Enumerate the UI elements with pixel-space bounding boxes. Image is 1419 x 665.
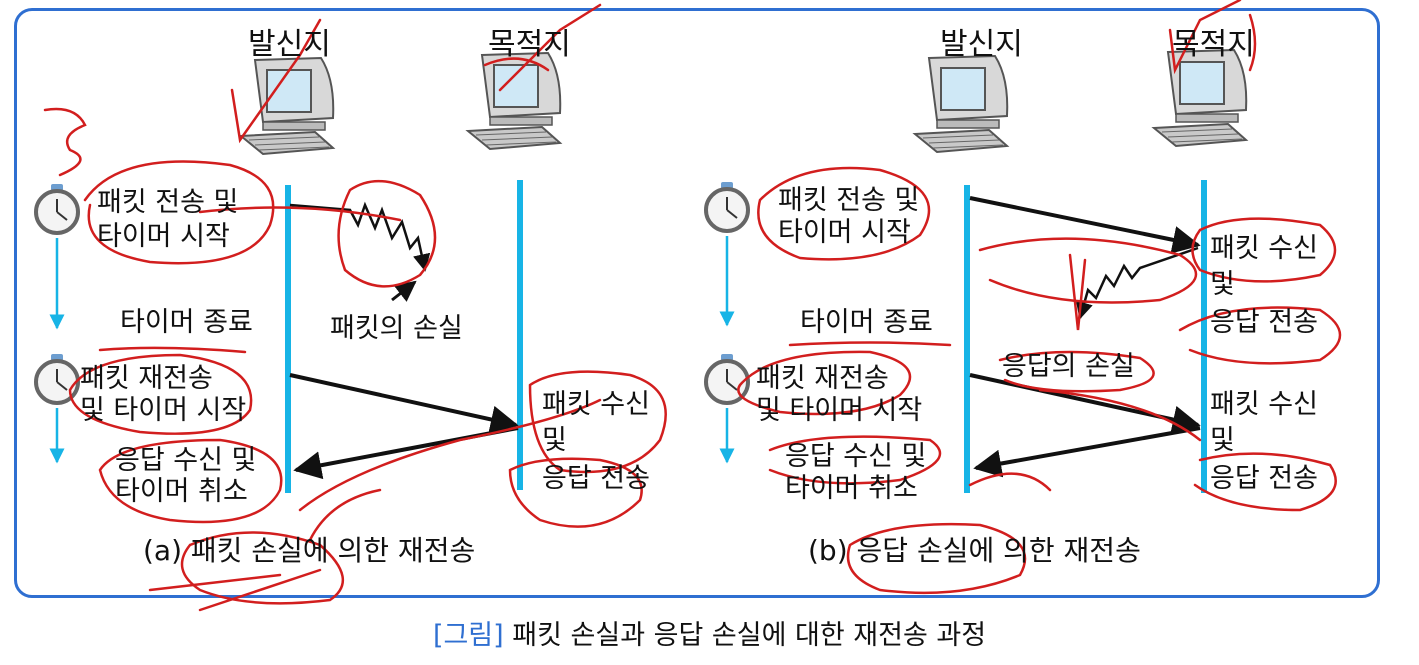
packet-received-b2-line2: 및: [1210, 425, 1235, 456]
sender-computer-b-icon: [914, 55, 1009, 153]
ack-arrow-b: [973, 426, 1201, 478]
handwritten-annotations: [43, 0, 1342, 612]
packet-received-b2-line1: 패킷 수신: [1210, 389, 1318, 420]
packet-received-b2-line3: 응답 전송: [1210, 463, 1318, 494]
packet-received-a-line2: 및: [542, 425, 567, 456]
subtitle-a: (a) 패킷 손실에 의한 재전송: [143, 534, 476, 567]
resend-a-line1: 패킷 재전송: [80, 363, 213, 394]
packet-received-a-line1: 패킷 수신: [542, 389, 650, 420]
packet-lost-label-a: 패킷의 손실: [330, 313, 463, 344]
send-start-a-line1: 패킷 전송 및: [97, 187, 239, 218]
timer-expired-label-a: 타이머 종료: [120, 307, 253, 338]
resend-a-line2: 및 타이머 시작: [80, 395, 247, 426]
receiver-label-a: 목적지: [488, 27, 571, 62]
packet-received-b1-line3: 응답 전송: [1210, 307, 1318, 338]
send-start-b-line2: 타이머 시작: [778, 217, 911, 248]
lost-packet-arrow-a: [289, 201, 431, 272]
ack-received-a-line1: 응답 수신 및: [115, 445, 257, 476]
lost-ack-arrow-b: [1075, 246, 1199, 320]
receiver-computer-b-icon: [1153, 49, 1248, 147]
packet-received-a-line3: 응답 전송: [542, 463, 650, 494]
loss-pointer-a: [391, 280, 417, 302]
timer-clock-b1-icon: [704, 180, 750, 233]
receiver-label-b: 목적지: [1172, 27, 1255, 62]
figure-frame: [14, 8, 1380, 598]
packet-received-b1-line1: 패킷 수신: [1210, 233, 1318, 264]
timer-expired-label-b: 타이머 종료: [800, 307, 933, 338]
send-start-b-line1: 패킷 전송 및: [778, 185, 920, 216]
packet-arrow-b: [969, 196, 1201, 254]
timer-clock-a1-icon: [34, 182, 80, 235]
send-start-a-line2: 타이머 시작: [97, 221, 230, 252]
ack-received-b-line1: 응답 수신 및: [785, 441, 927, 472]
ack-lost-label-b: 응답의 손실: [1002, 351, 1135, 382]
figure-caption: [그림] 패킷 손실과 응답 손실에 대한 재전송 과정: [0, 613, 1419, 652]
caption-text: 패킷 손실과 응답 손실에 대한 재전송 과정: [512, 620, 987, 651]
resend-b-line2: 및 타이머 시작: [756, 395, 923, 426]
packet-received-b1-line2: 및: [1210, 269, 1235, 300]
sender-label-a: 발신지: [248, 27, 331, 62]
sender-label-b: 발신지: [940, 27, 1023, 62]
resend-packet-arrow-a: [289, 373, 519, 434]
ack-received-b-line2: 타이머 취소: [785, 473, 918, 504]
resend-b-line1: 패킷 재전송: [756, 363, 889, 394]
subtitle-b: (b) 응답 손실에 의한 재전송: [808, 534, 1141, 567]
ack-received-a-line2: 타이머 취소: [115, 476, 248, 507]
caption-bracket: [그림]: [432, 620, 504, 651]
